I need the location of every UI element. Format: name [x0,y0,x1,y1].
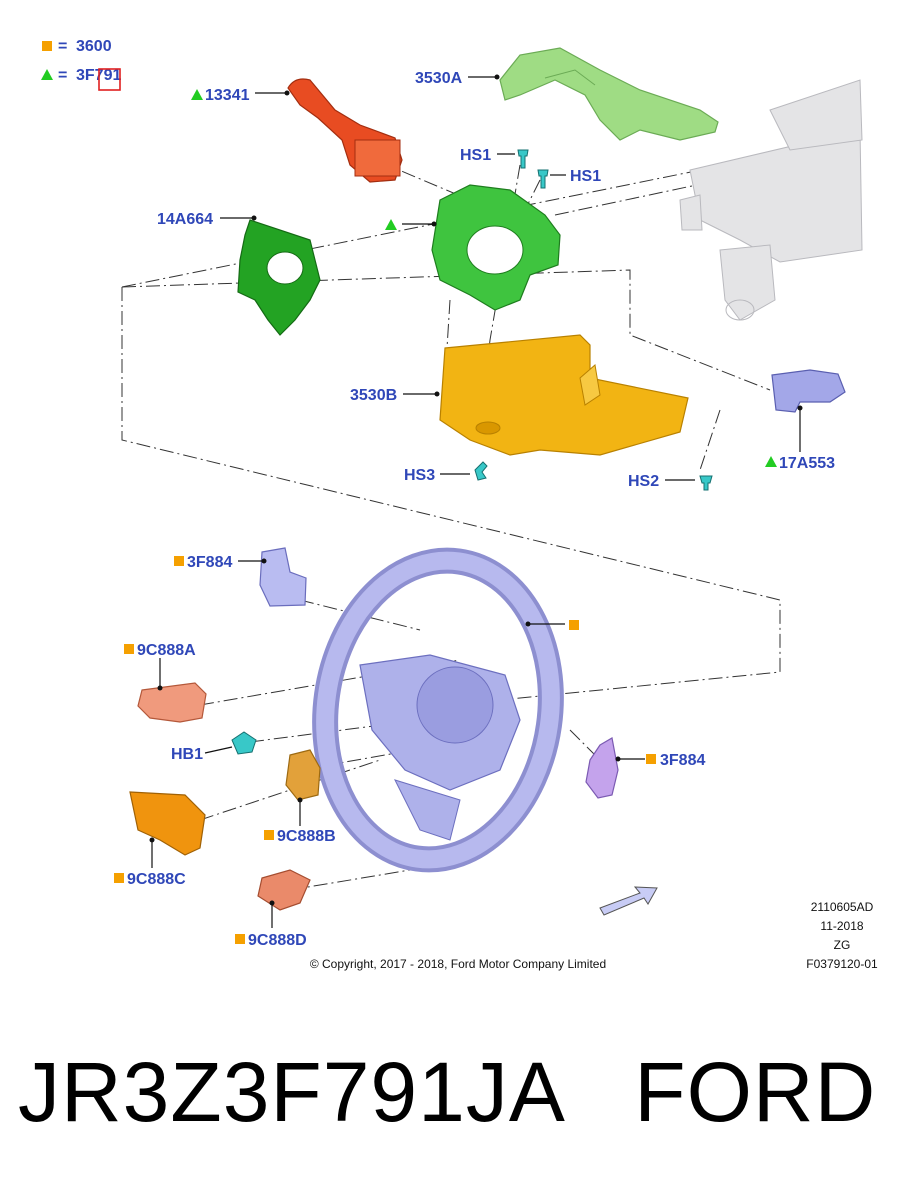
label-hb1: HB1 [171,746,203,763]
label-3530A: 3530A [415,70,463,87]
screw-hb1-icon [231,731,257,755]
upper-shroud-3530A [499,47,719,141]
label-14A664: 14A664 [157,211,213,228]
label-3530B: 3530B [350,387,397,404]
label-hs1-right: HS1 [570,168,601,185]
label-9C888D: 9C888D [248,932,307,949]
triangle-marker-icon [191,89,203,100]
screws [231,149,713,755]
highlight-box [98,68,121,91]
label-hs3: HS3 [404,467,435,484]
legend-square-code: 3600 [76,38,112,55]
label-3F884-left: 3F884 [187,554,232,571]
markers [114,89,777,944]
square-marker-icon [569,620,579,630]
svg-text:=: = [58,67,67,84]
steering-column [679,79,863,321]
screw-hs1a-icon [517,149,529,169]
part-labels: 13341 3530A HS1 HS1 14A664 3530B HS3 HS2… [127,70,835,949]
diagram-figure-id: F0379120-01 [806,957,878,971]
switch-9C888C [129,791,206,856]
switch-housing-3F791 [431,184,561,311]
square-marker-icon [235,934,245,944]
switch-3F884-left [259,547,307,607]
label-9C888C: 9C888C [127,871,186,888]
direction-arrow-icon [599,886,658,916]
screw-hs1b-icon [537,169,549,189]
parts-diagram: = 3600 = 3F791 [41,38,878,971]
diagram-date: 11-2018 [820,919,863,933]
switch-9C888A [137,682,207,723]
square-marker-icon [646,754,656,764]
screw-hs3-icon [474,461,488,481]
module-17A553 [771,369,846,413]
triangle-marker-icon [765,456,777,467]
square-marker-icon [264,830,274,840]
square-marker-icon [114,873,124,883]
legend-square-icon [42,41,52,51]
diagram-zg: ZG [834,938,851,952]
clockspring-14A664 [237,219,321,336]
steering-wheel [312,547,564,873]
svg-text:=: = [58,38,67,55]
legend-triangle-icon [41,69,53,80]
label-3F884-right: 3F884 [660,752,705,769]
diagram-metadata: 2110605AD 11-2018 ZG F0379120-01 © Copyr… [310,900,878,971]
switch-3F884-right [585,737,619,799]
label-hs2: HS2 [628,473,659,490]
switch-9C888D [257,869,311,911]
lower-shroud-3530B [439,334,689,456]
switch-9C888B [285,749,321,801]
label-9C888A: 9C888A [137,642,196,659]
label-13341: 13341 [205,87,250,104]
leader-lines [149,74,803,928]
square-marker-icon [124,644,134,654]
label-17A553: 17A553 [779,455,835,472]
screw-hs2-icon [699,475,713,491]
wiper-switch-13341 [287,78,403,183]
square-marker-icon [174,556,184,566]
copyright: © Copyright, 2017 - 2018, Ford Motor Com… [310,957,606,971]
legend: = 3600 = 3F791 [41,38,121,91]
diagram-code: 2110605AD [811,900,874,914]
triangle-marker-icon [385,219,397,230]
label-9C888B: 9C888B [277,828,336,845]
part-number-title: JR3Z3F791JA FORD [18,1045,877,1139]
label-hs1-top: HS1 [460,147,491,164]
